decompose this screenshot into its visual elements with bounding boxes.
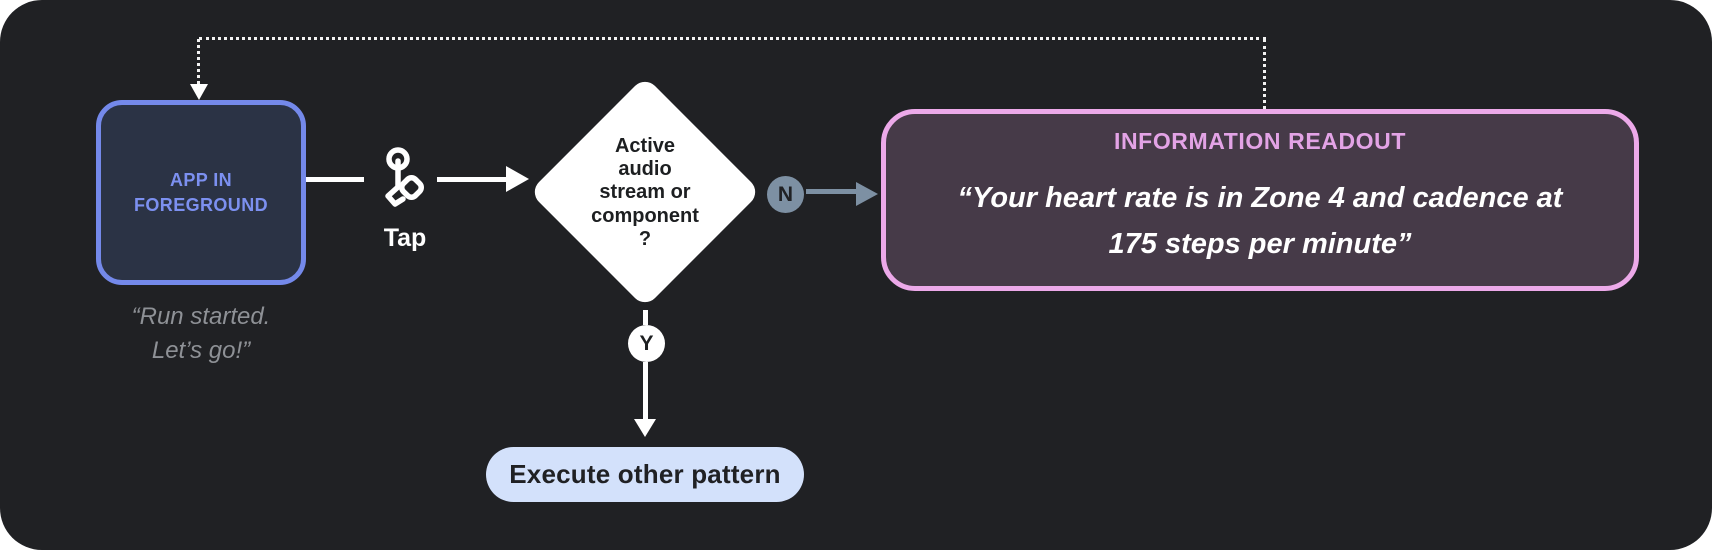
feedback-arrowhead-icon — [190, 84, 208, 100]
feedback-dotted-connector-horizontal — [199, 37, 1266, 40]
app-in-foreground-node: APP IN FOREGROUND — [96, 100, 306, 285]
information-readout-node: INFORMATION READOUT “Your heart rate is … — [881, 109, 1639, 291]
feedback-dotted-connector-left — [197, 39, 200, 84]
feedback-dotted-connector-right — [1263, 39, 1266, 109]
tap-gesture-icon — [385, 147, 424, 207]
app-in-foreground-label: APP IN FOREGROUND — [134, 170, 268, 215]
execute-arrowhead-icon — [634, 419, 656, 437]
information-readout-title: INFORMATION READOUT — [1113, 128, 1407, 154]
connector-app-to-tap — [306, 177, 364, 182]
decision-label: Active audio stream or component ? — [591, 134, 699, 251]
readout-arrowhead-icon — [856, 182, 878, 206]
no-branch-badge: N — [767, 176, 804, 213]
decision-arrowhead-icon — [506, 166, 529, 192]
yes-branch-label: Y — [639, 331, 654, 355]
information-readout-quote: “Your heart rate is in Zone 4 and cadenc… — [957, 182, 1563, 261]
run-started-caption: “Run started. Let’s go!” — [131, 303, 271, 364]
execute-other-pattern-node: Execute other pattern — [486, 447, 804, 502]
yes-branch-badge: Y — [628, 325, 665, 362]
no-branch-label: N — [777, 182, 794, 206]
execute-other-pattern-label: Execute other pattern — [509, 459, 781, 489]
connector-decision-to-yes — [643, 310, 648, 325]
tap-label: Tap — [383, 224, 427, 252]
connector-no-to-readout — [806, 189, 858, 194]
connector-tap-to-decision — [437, 177, 507, 182]
connector-yes-to-execute — [643, 362, 648, 420]
